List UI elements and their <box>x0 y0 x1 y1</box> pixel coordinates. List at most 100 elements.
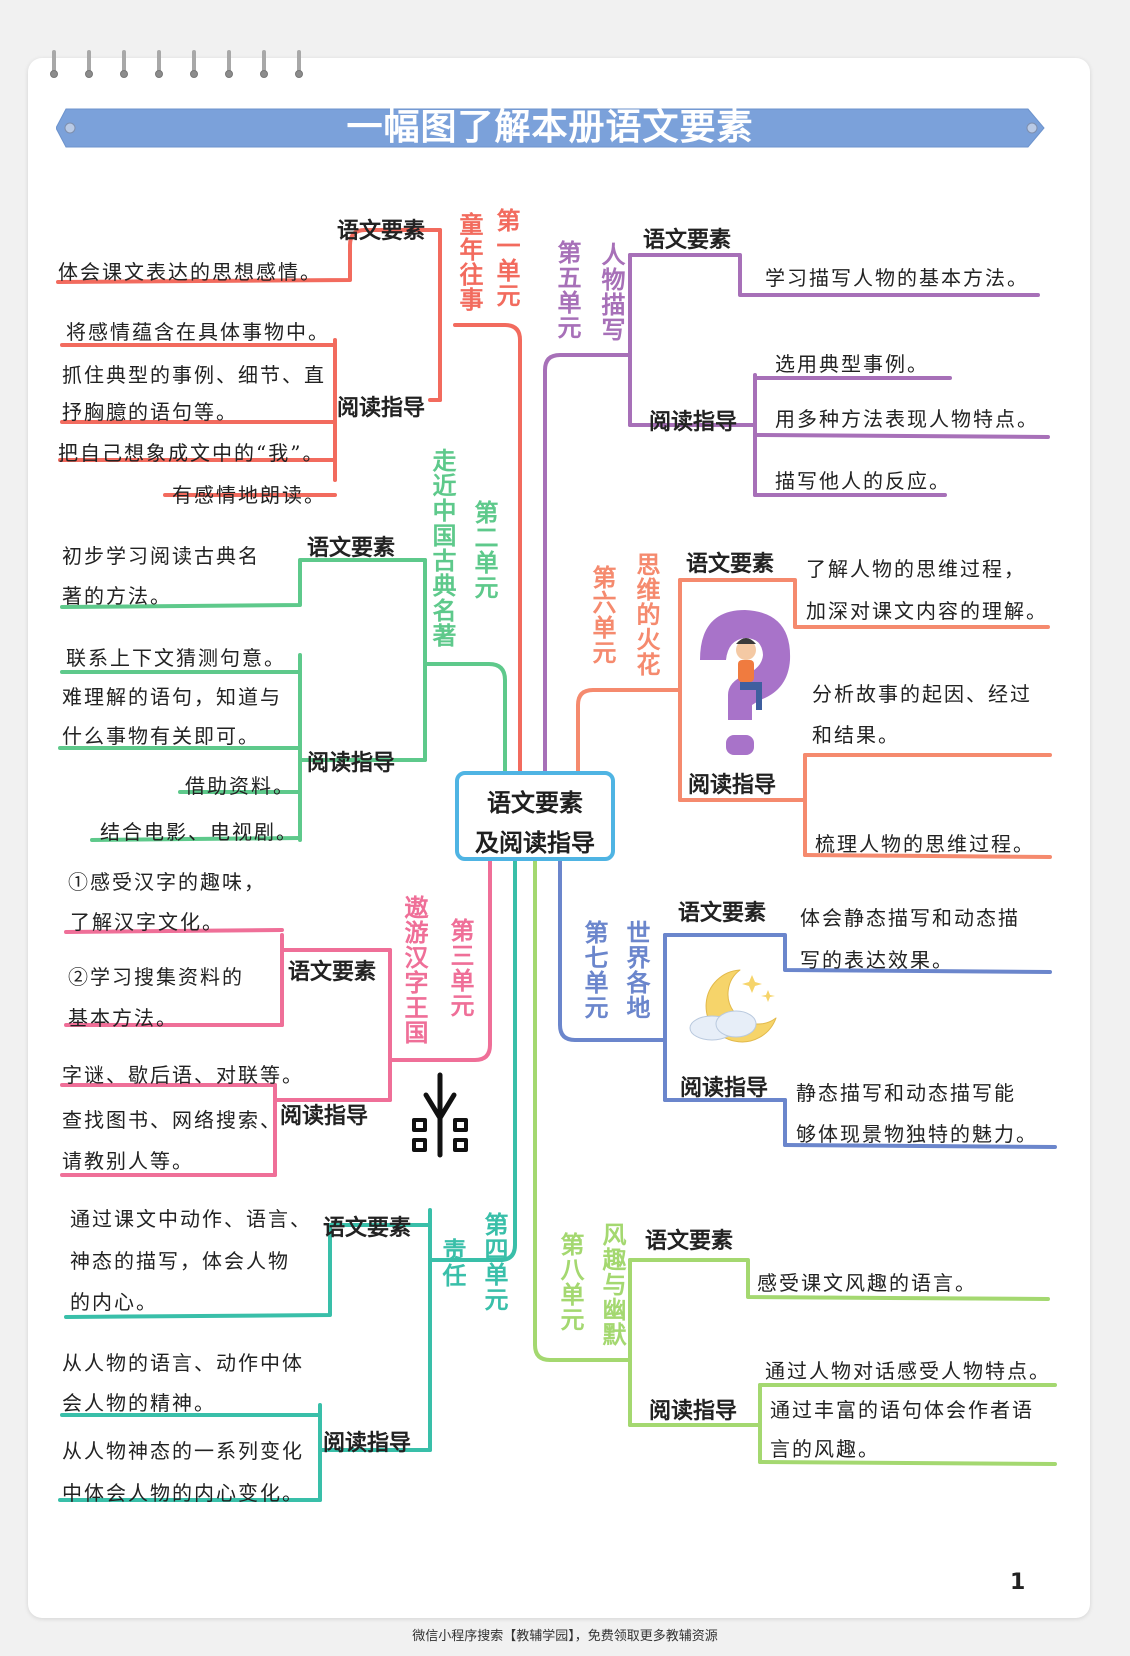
unit5-label: 第五单元 <box>553 240 581 340</box>
unit2-label: 第二单元 <box>470 500 498 600</box>
unit3-element-0: ①感受汉字的趣味， <box>68 870 266 894</box>
unit8-label: 第八单元 <box>556 1232 584 1332</box>
unit2-element-0: 初步学习阅读古典名 <box>62 544 260 568</box>
unit8-connectors <box>533 858 1057 1466</box>
unit6-theme: 思维的火花 <box>632 552 660 677</box>
unit7-element-label: 语文要素 <box>678 901 767 926</box>
ring-hole <box>155 70 163 78</box>
unit6-guide-2: 梳理人物的思维过程。 <box>815 832 1035 856</box>
unit8-guide-0: 通过人物对话感受人物特点。 <box>765 1359 1051 1383</box>
unit6-label: 第六单元 <box>588 565 616 665</box>
unit6-element-label: 语文要素 <box>686 552 775 577</box>
unit7-theme: 世界各地 <box>622 920 650 1020</box>
central-node-line1: 语文要素 <box>487 789 583 817</box>
ring-hole <box>225 70 233 78</box>
unit8-element-label: 语文要素 <box>645 1229 734 1254</box>
ring-hole <box>190 70 198 78</box>
unit4-element-2: 的内心。 <box>70 1290 158 1314</box>
unit3-connectors <box>60 858 492 1177</box>
unit1-theme: 童年往事 <box>455 212 483 312</box>
unit5-guide-1: 用多种方法表现人物特点。 <box>775 407 1039 431</box>
ring-post <box>297 50 301 74</box>
ring-post <box>157 50 161 74</box>
unit6-guide-0: 分析故事的起因、经过 <box>812 682 1032 706</box>
unit1-guide-label: 阅读指导 <box>337 396 426 421</box>
footer-note: 微信小程序搜索【教辅学园】，免费领取更多教辅资源 <box>412 1629 718 1644</box>
unit3-element-2: ②学习搜集资料的 <box>68 965 244 989</box>
binder-ring <box>155 50 163 80</box>
unit5-element-0: 学习描写人物的基本方法。 <box>765 266 1029 290</box>
unit5-element-label: 语文要素 <box>643 228 732 253</box>
binder-ring <box>85 50 93 80</box>
unit4-element-1: 神态的描写，体会人物 <box>70 1249 290 1273</box>
unit3-guide-label: 阅读指导 <box>280 1104 369 1129</box>
unit7-element-1: 写的表达效果。 <box>800 948 954 972</box>
unit5-connectors <box>543 253 1050 787</box>
unit4-theme: 责任 <box>438 1238 466 1288</box>
unit8-guide-1: 通过丰富的语句体会作者语 <box>770 1398 1034 1422</box>
unit5-theme: 人物描写 <box>597 242 625 342</box>
central-node: 语文要素 及阅读指导 <box>455 771 615 861</box>
unit4-guide-2: 从人物神态的一系列变化 <box>62 1439 304 1463</box>
unit2-guide-2: 什么事物有关即可。 <box>62 724 260 748</box>
unit5-guide-2: 描写他人的反应。 <box>775 469 951 493</box>
unit7-guide-0: 静态描写和动态描写能 <box>796 1081 1016 1105</box>
unit1-guide-2: 抒胸臆的语句等。 <box>62 400 238 424</box>
unit1-element-label: 语文要素 <box>337 219 426 244</box>
unit6-guide-label: 阅读指导 <box>688 773 777 798</box>
ancient-character-icon <box>412 1072 468 1158</box>
unit1-connectors <box>56 228 522 787</box>
unit1-guide-0: 将感情蕴含在具体事物中。 <box>66 320 330 344</box>
banner-pin-left <box>64 122 76 134</box>
unit3-guide-1: 查找图书、网络搜索、 <box>62 1108 282 1132</box>
ring-post <box>227 50 231 74</box>
unit4-guide-3: 中体会人物的内心变化。 <box>62 1481 304 1505</box>
title-banner <box>56 108 1045 148</box>
unit3-element-3: 基本方法。 <box>68 1006 178 1030</box>
unit2-element-label: 语文要素 <box>307 536 396 561</box>
unit7-label: 第七单元 <box>580 920 608 1020</box>
ring-hole <box>260 70 268 78</box>
ring-hole <box>120 70 128 78</box>
unit8-guide-label: 阅读指导 <box>649 1399 738 1424</box>
unit1-guide-1: 抓住典型的事例、细节、直 <box>62 363 326 387</box>
unit7-guide-1: 够体现景物独特的魅力。 <box>796 1122 1038 1146</box>
unit6-element-1: 加深对课文内容的理解。 <box>806 599 1048 623</box>
unit6-guide-1: 和结果。 <box>812 723 900 747</box>
binder-ring <box>225 50 233 80</box>
unit2-theme: 走近中国古典名著 <box>428 448 456 648</box>
unit7-connectors <box>558 858 1057 1149</box>
banner-pin-right <box>1026 122 1038 134</box>
unit3-element-label: 语文要素 <box>288 960 377 985</box>
binder-ring <box>295 50 303 80</box>
unit1-label: 第一单元 <box>492 208 520 308</box>
unit2-guide-4: 结合电影、电视剧。 <box>100 820 298 844</box>
binder-ring <box>190 50 198 80</box>
unit5-guide-0: 选用典型事例。 <box>775 352 929 376</box>
unit5-guide-label: 阅读指导 <box>649 410 738 435</box>
ring-hole <box>295 70 303 78</box>
binder-ring <box>120 50 128 80</box>
unit8-theme: 风趣与幽默 <box>598 1222 626 1347</box>
unit3-theme: 遨游汉字王国 <box>400 895 428 1045</box>
unit2-connectors <box>58 558 507 842</box>
page-number: 1 <box>1010 1570 1026 1595</box>
unit8-element-0: 感受课文风趣的语言。 <box>757 1271 977 1295</box>
ring-post <box>52 50 56 74</box>
unit1-element-0: 体会课文表达的思想感情。 <box>58 260 322 284</box>
ring-hole <box>50 70 58 78</box>
unit2-guide-label: 阅读指导 <box>307 751 396 776</box>
page-title: 一幅图了解本册语文要素 <box>346 107 754 148</box>
unit4-guide-1: 会人物的精神。 <box>62 1391 216 1415</box>
unit4-connectors <box>58 858 517 1502</box>
ring-post <box>122 50 126 74</box>
unit2-element-1: 著的方法。 <box>62 584 172 608</box>
unit7-element-0: 体会静态描写和动态描 <box>800 906 1020 930</box>
unit3-guide-2: 请教别人等。 <box>62 1149 194 1173</box>
moon-cloud-icon <box>689 969 777 1043</box>
central-node-line2: 及阅读指导 <box>475 829 595 857</box>
binder-ring <box>50 50 58 80</box>
unit4-element-0: 通过课文中动作、语言、 <box>70 1207 312 1231</box>
unit8-guide-2: 言的风趣。 <box>770 1437 880 1461</box>
